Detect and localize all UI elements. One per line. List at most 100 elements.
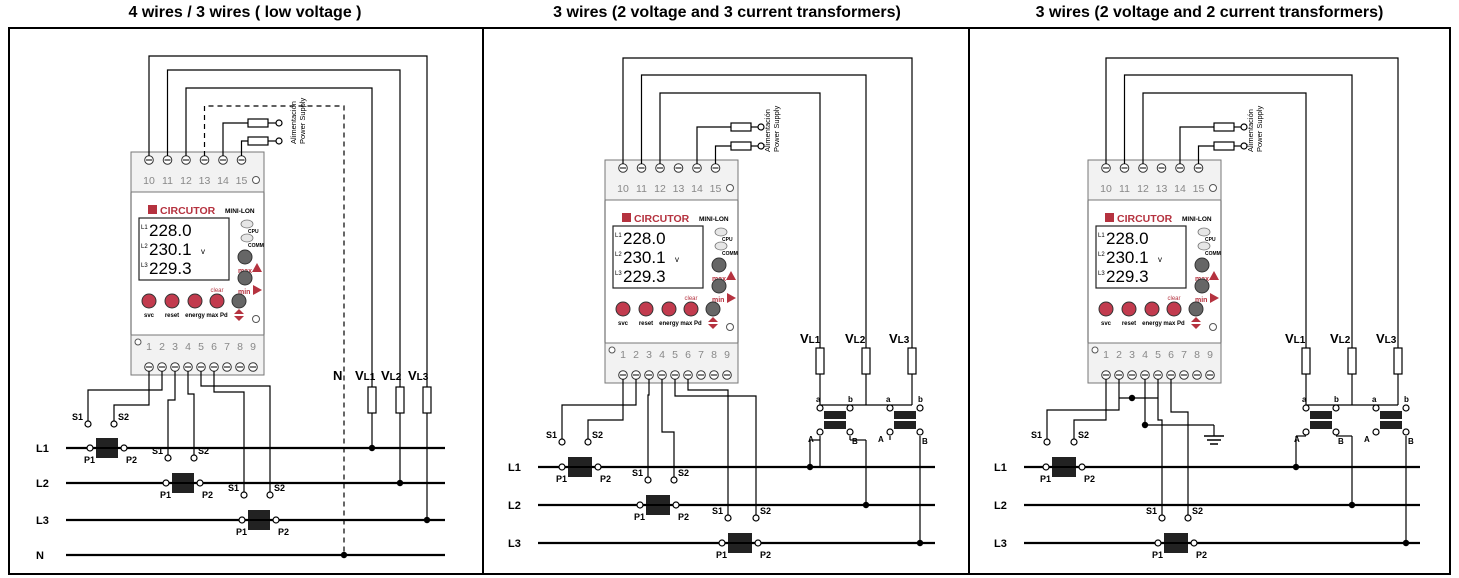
lcd-display <box>138 217 230 281</box>
terminal-number: 2 <box>633 349 639 361</box>
ct-s1-label: S1 <box>712 506 723 516</box>
ct-core <box>568 457 592 466</box>
display-line-label: L2 <box>1098 252 1105 258</box>
line-label: L1 <box>994 462 1007 474</box>
button-label: svc <box>144 313 155 319</box>
ct-core <box>248 510 270 519</box>
vt-b-label: b <box>1334 395 1339 404</box>
button-label: energy <box>1142 321 1162 327</box>
vt-core <box>824 411 846 419</box>
terminal-ring <box>816 428 824 436</box>
screw-hole <box>252 315 260 323</box>
ct-p1-label: P1 <box>160 490 171 500</box>
terminal-number: 9 <box>250 341 256 353</box>
ct-s2-label: S2 <box>678 468 689 478</box>
down-arrow-icon <box>234 316 244 321</box>
terminal-number: 3 <box>646 349 652 361</box>
button-label: energy <box>659 321 679 327</box>
button-svc <box>1098 301 1114 317</box>
max-button <box>237 249 253 265</box>
ct-s2-label: S2 <box>198 446 209 456</box>
ct-p2-label: P2 <box>600 474 611 484</box>
terminal-number: 7 <box>698 349 704 361</box>
terminal-ring <box>275 137 283 145</box>
junction-dot <box>1402 539 1410 547</box>
line-label: L3 <box>508 538 521 550</box>
ct-p2-label: P2 <box>278 527 289 537</box>
terminal-ring <box>1332 428 1340 436</box>
display-line-label: L2 <box>141 244 148 250</box>
terminal-ring <box>162 479 170 487</box>
terminal-ring <box>752 514 760 522</box>
fuse <box>1393 347 1403 375</box>
terminal-number: 14 <box>691 183 703 195</box>
junction-dot <box>1292 463 1300 471</box>
ct-p1-label: P1 <box>236 527 247 537</box>
voltage-label: VL3 <box>408 368 429 383</box>
panel-1-title: 4 wires / 3 wires ( low voltage ) <box>128 4 362 21</box>
terminal-ring <box>594 463 602 471</box>
vt-B-label: B <box>1408 437 1414 446</box>
terminal-number: 3 <box>1129 349 1135 361</box>
button-label: energy <box>185 313 205 319</box>
ct-core <box>172 484 194 493</box>
terminal-ring <box>1402 404 1410 412</box>
terminal-number: 9 <box>724 349 730 361</box>
voltage-label: VL2 <box>845 331 866 346</box>
vt-a-label: a <box>886 395 891 404</box>
screw-hole <box>608 346 616 354</box>
display-value: 229.3 <box>149 259 192 278</box>
display-line-label: L1 <box>141 225 148 231</box>
terminal-number: 4 <box>1142 349 1148 361</box>
clear-label: clear <box>684 296 697 302</box>
screw-hole <box>1091 346 1099 354</box>
vt-a-label: a <box>1372 395 1377 404</box>
down-arrow-icon <box>708 324 718 329</box>
terminal-ring <box>266 491 274 499</box>
display-line-label: L1 <box>615 233 622 239</box>
line-label: L1 <box>508 462 521 474</box>
junction-dot <box>862 501 870 509</box>
terminal-ring <box>846 404 854 412</box>
terminal-ring <box>754 539 762 547</box>
terminal-number: 10 <box>1100 183 1112 195</box>
scroll-button <box>705 301 721 317</box>
ct-s1-label: S1 <box>72 412 83 422</box>
power-supply-label: Power Supply <box>298 97 307 144</box>
vt-core <box>1310 411 1332 419</box>
fuse <box>1347 347 1357 375</box>
terminal-number: 9 <box>1207 349 1213 361</box>
lcd-display <box>612 225 704 289</box>
button-label: max Pd <box>680 321 702 327</box>
terminal-ring <box>670 476 678 484</box>
max-button <box>1194 257 1210 273</box>
scroll-button <box>231 293 247 309</box>
display-value: 228.0 <box>1106 229 1149 248</box>
vt-core <box>1380 411 1402 419</box>
terminal-ring <box>1302 404 1310 412</box>
line-label: L2 <box>508 500 521 512</box>
junction-dot <box>368 444 376 452</box>
ct-core <box>728 533 752 542</box>
display-value: 228.0 <box>623 229 666 248</box>
junction-dot <box>1348 501 1356 509</box>
terminal-ring <box>275 119 283 127</box>
terminal-number: 12 <box>654 183 666 195</box>
button-label: svc <box>1101 321 1112 327</box>
button-label: svc <box>618 321 629 327</box>
max-button <box>711 257 727 273</box>
terminal-ring <box>558 438 566 446</box>
vt-core <box>894 411 916 419</box>
ct-core <box>568 468 592 477</box>
junction-dot <box>396 479 404 487</box>
display-unit: v <box>1158 255 1162 264</box>
panel-3-frame <box>968 27 1451 575</box>
ct-s2-label: S2 <box>592 430 603 440</box>
fuse <box>1301 347 1311 375</box>
led-comm <box>240 233 254 243</box>
vt-A-label: A <box>1364 435 1370 444</box>
terminal-number: 15 <box>1193 183 1205 195</box>
ct-core <box>1052 457 1076 466</box>
